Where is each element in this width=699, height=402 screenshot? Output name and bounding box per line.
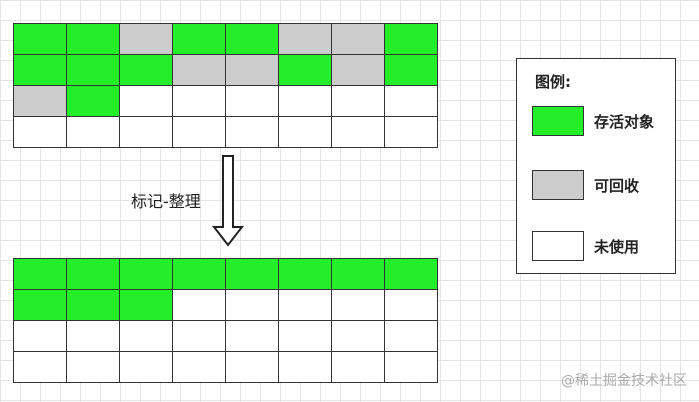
memory-cell-unused	[14, 352, 67, 383]
legend-label-live: 存活对象	[594, 112, 655, 131]
memory-cell-recycle	[120, 24, 173, 55]
memory-cell-unused	[120, 117, 173, 148]
legend-item-unused: 未使用	[532, 230, 639, 262]
memory-cell-live	[67, 290, 120, 321]
memory-cell-live	[120, 55, 173, 86]
memory-cell-unused	[226, 352, 279, 383]
memory-cell-live	[14, 290, 67, 321]
legend-swatch-live	[532, 106, 584, 136]
watermark: @稀土掘金技术社区	[561, 373, 687, 389]
legend-item-recycle: 可回收	[532, 169, 639, 201]
memory-cell-unused	[120, 86, 173, 117]
memory-cell-recycle	[332, 24, 385, 55]
memory-cell-live	[332, 259, 385, 290]
legend-item-live: 存活对象	[532, 105, 654, 137]
memory-grid-before	[13, 23, 438, 148]
memory-cell-live	[279, 259, 332, 290]
memory-cell-unused	[173, 86, 226, 117]
memory-cell-live	[279, 55, 332, 86]
memory-cell-live	[226, 259, 279, 290]
memory-cell-unused	[385, 117, 438, 148]
memory-cell-unused	[226, 117, 279, 148]
memory-cell-live	[67, 24, 120, 55]
memory-cell-unused	[385, 321, 438, 352]
memory-cell-recycle	[332, 55, 385, 86]
memory-cell-unused	[226, 290, 279, 321]
memory-cell-unused	[385, 86, 438, 117]
memory-cell-live	[173, 259, 226, 290]
legend-label-recycle: 可回收	[594, 176, 640, 195]
memory-cell-live	[67, 55, 120, 86]
legend: 图例: 存活对象 可回收 未使用	[516, 58, 676, 274]
memory-cell-unused	[67, 352, 120, 383]
memory-cell-live	[120, 290, 173, 321]
down-arrow-icon	[212, 155, 244, 247]
memory-cell-live	[226, 24, 279, 55]
memory-cell-unused	[226, 321, 279, 352]
memory-cell-unused	[226, 86, 279, 117]
memory-cell-recycle	[226, 55, 279, 86]
memory-cell-unused	[173, 321, 226, 352]
memory-cell-live	[385, 55, 438, 86]
memory-cell-live	[385, 24, 438, 55]
memory-cell-unused	[279, 117, 332, 148]
memory-cell-unused	[385, 352, 438, 383]
memory-cell-unused	[14, 117, 67, 148]
memory-cell-unused	[14, 321, 67, 352]
memory-cell-unused	[67, 117, 120, 148]
operation-label: 标记-整理	[131, 192, 201, 211]
memory-cell-live	[120, 259, 173, 290]
memory-cell-unused	[173, 290, 226, 321]
legend-title: 图例:	[535, 73, 571, 91]
memory-cell-recycle	[279, 24, 332, 55]
memory-cell-live	[14, 55, 67, 86]
memory-cell-unused	[332, 290, 385, 321]
memory-cell-unused	[173, 117, 226, 148]
memory-cell-unused	[279, 352, 332, 383]
memory-cell-unused	[385, 290, 438, 321]
memory-cell-unused	[279, 321, 332, 352]
memory-cell-live	[67, 259, 120, 290]
legend-swatch-unused	[532, 231, 584, 261]
legend-label-unused: 未使用	[594, 237, 640, 256]
memory-cell-unused	[332, 321, 385, 352]
memory-cell-unused	[67, 321, 120, 352]
memory-grid-after	[13, 258, 438, 383]
memory-cell-recycle	[14, 86, 67, 117]
memory-cell-unused	[120, 321, 173, 352]
memory-cell-unused	[332, 117, 385, 148]
memory-cell-unused	[332, 352, 385, 383]
memory-cell-live	[67, 86, 120, 117]
memory-cell-unused	[173, 352, 226, 383]
memory-cell-live	[14, 24, 67, 55]
memory-cell-unused	[279, 86, 332, 117]
memory-cell-live	[14, 259, 67, 290]
memory-cell-unused	[279, 290, 332, 321]
memory-cell-unused	[120, 352, 173, 383]
memory-cell-live	[173, 24, 226, 55]
memory-cell-unused	[332, 86, 385, 117]
memory-cell-live	[385, 259, 438, 290]
memory-cell-recycle	[173, 55, 226, 86]
legend-swatch-recycle	[532, 170, 584, 200]
